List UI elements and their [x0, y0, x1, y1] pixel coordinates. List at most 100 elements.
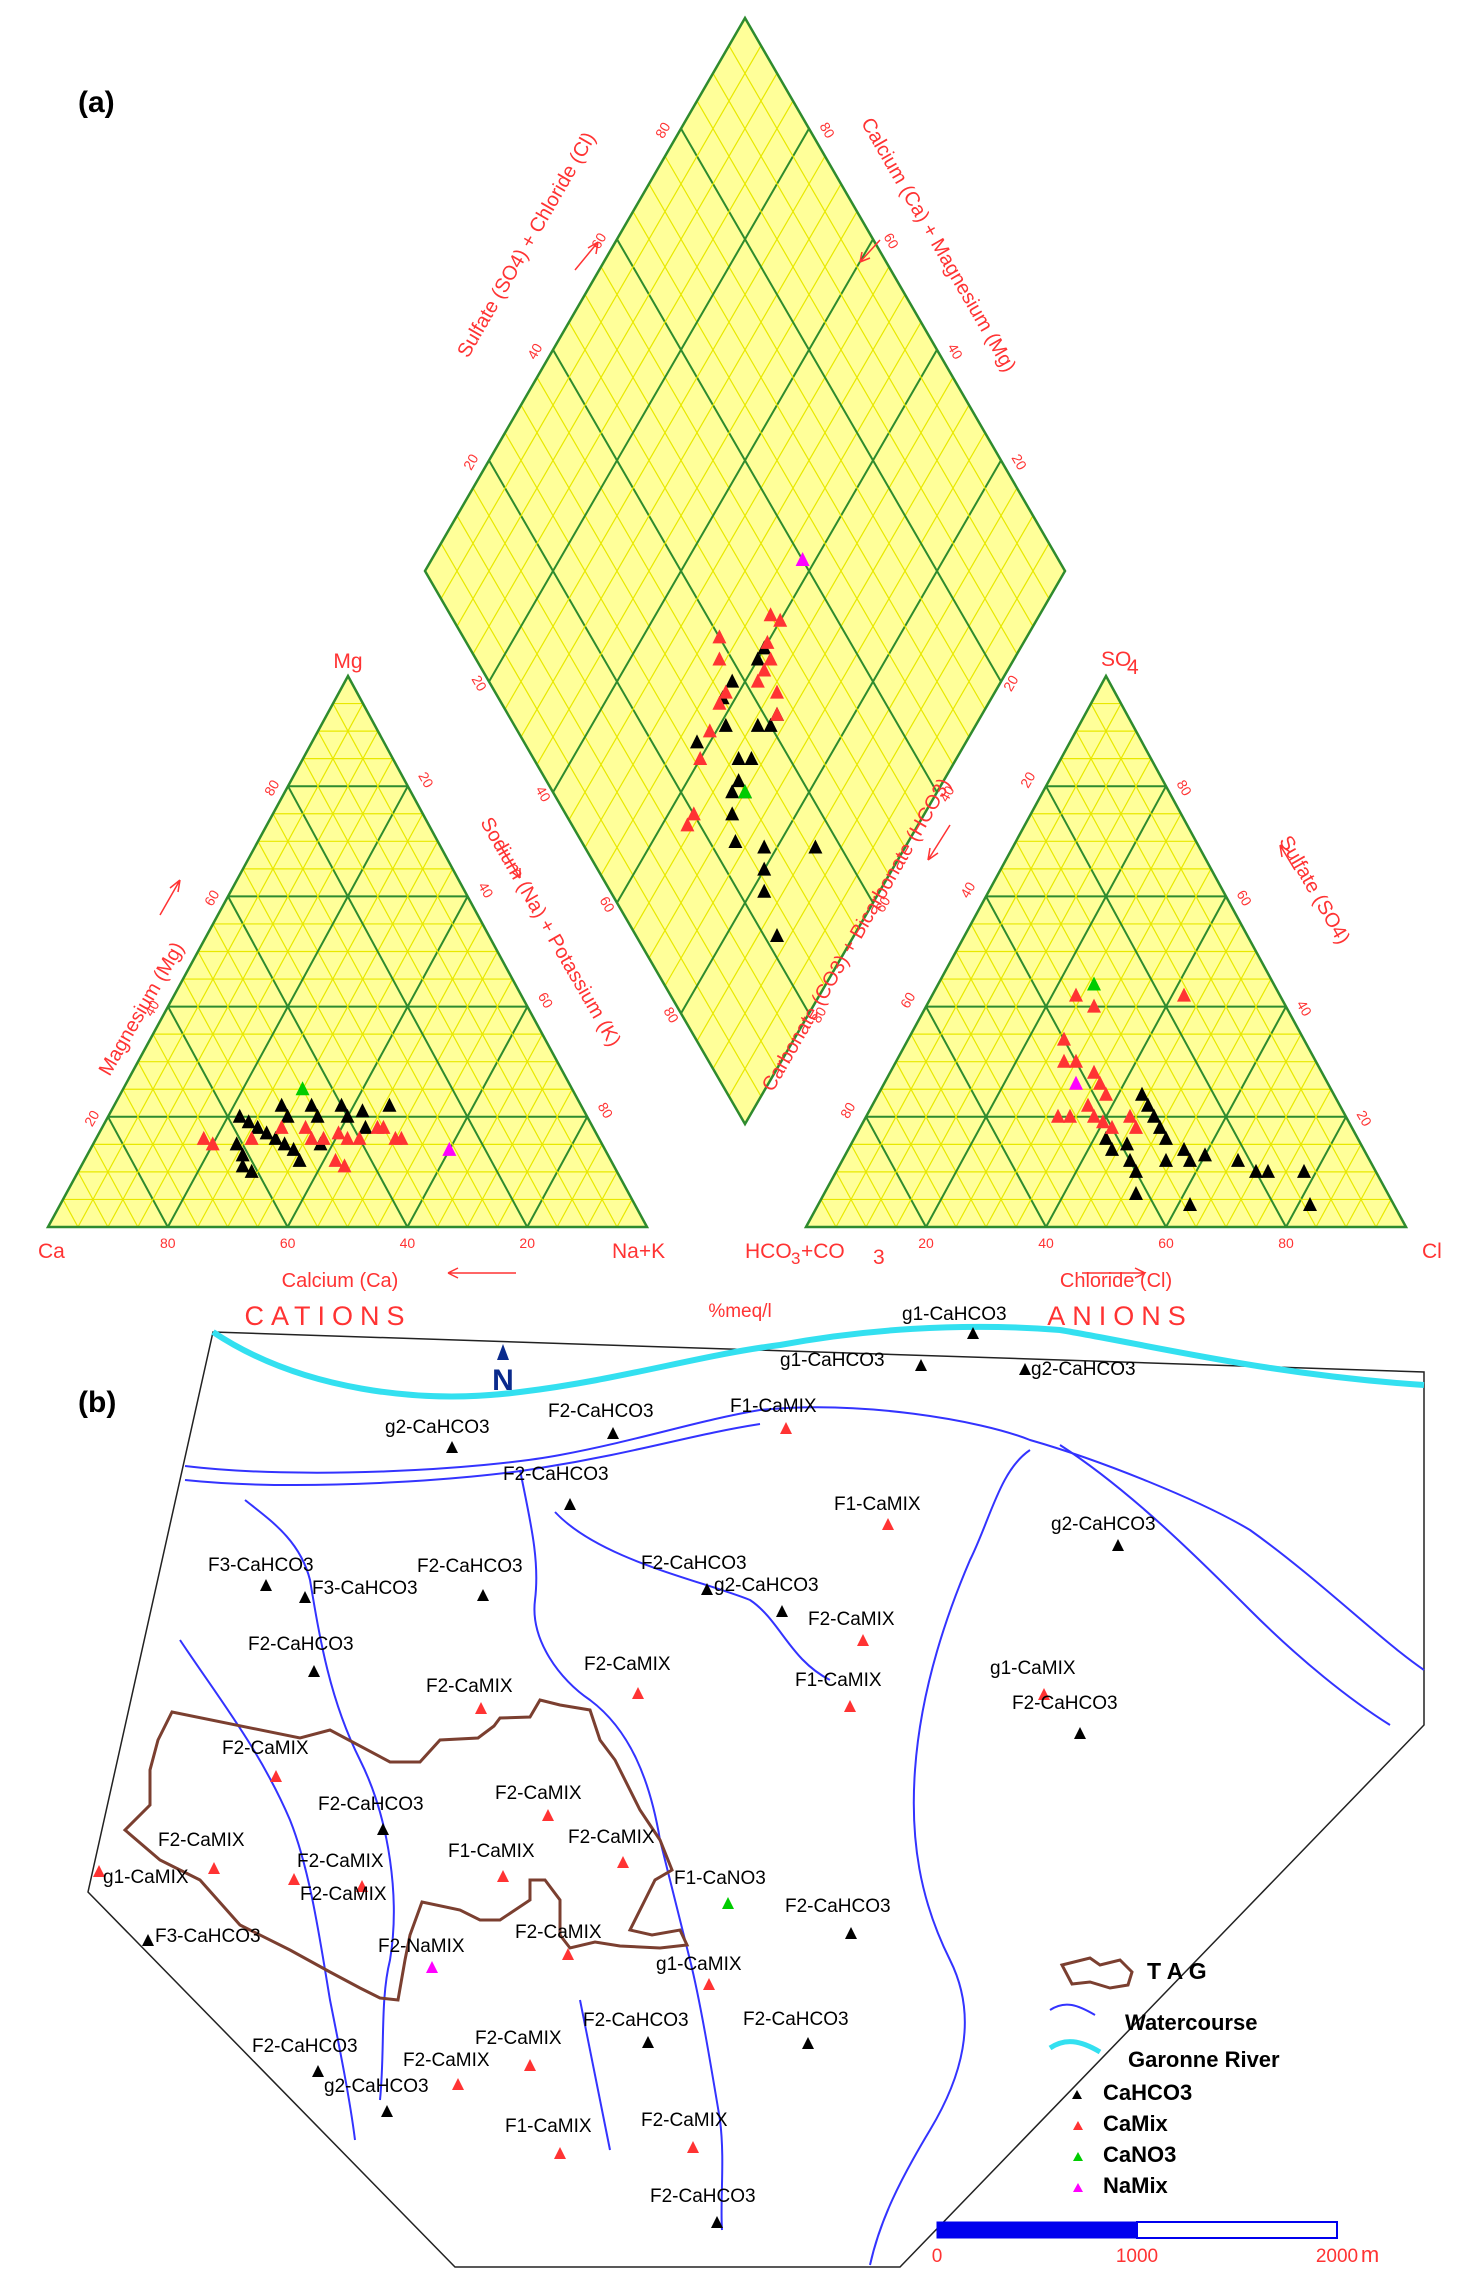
sample-marker-cahco3: [607, 1427, 619, 1439]
sample-marker-camix: [542, 1809, 554, 1821]
tick-label: 60: [1158, 1235, 1174, 1251]
legend-tag-label: T A G: [1147, 1958, 1207, 1984]
cation-point-cahco3: [304, 1097, 319, 1112]
cation-gridline: [242, 868, 438, 1228]
sample-label: F2-CaMIX: [300, 1884, 387, 1905]
arrow-sulfate: [1279, 844, 1296, 871]
anion-gridline: [1135, 978, 1272, 1228]
sample-label: g1-CaMIX: [103, 1867, 189, 1888]
sample-label: g1-CaMIX: [990, 1658, 1076, 1679]
anion-point-namix: [1069, 1075, 1083, 1090]
svg-text:4: 4: [1127, 656, 1139, 679]
cation-gridline: [107, 730, 379, 1228]
sample-label: F2-CaHCO3: [503, 1464, 609, 1485]
diamond-point-camix: [770, 706, 784, 721]
anion-point-camix: [1069, 1053, 1083, 1068]
tick-label: 20: [1000, 672, 1022, 694]
sample-marker-camix: [452, 2078, 464, 2090]
sample-marker-cahco3: [312, 2065, 324, 2077]
diamond-point-cahco3: [763, 717, 778, 732]
cation-point-cahco3: [274, 1097, 289, 1112]
scale-label-1000: 1000: [1116, 2246, 1158, 2267]
sample-label: F2-NaMIX: [378, 1936, 465, 1957]
cation-gridline: [302, 758, 558, 1228]
cation-point-camix: [331, 1125, 346, 1140]
sample-label: F2-CaHCO3: [548, 1401, 654, 1422]
sample-label: F2-CaHCO3: [318, 1794, 424, 1815]
anion-gridline: [1075, 730, 1347, 1228]
arrow-calcium-magnesium: [859, 239, 881, 263]
cation-gridline: [227, 841, 439, 1228]
anion-point-camix: [1099, 1086, 1113, 1101]
watercourse-southwest: [179, 1639, 356, 2141]
tick-label: 80: [661, 1004, 683, 1026]
anion-point-camix: [1069, 987, 1083, 1002]
cation-point-camix: [196, 1130, 211, 1145]
anion-point-cahco3: [1177, 1141, 1191, 1156]
tick-label: 80: [652, 119, 674, 141]
tick-label: 20: [415, 769, 437, 791]
vertex-ca: Ca: [38, 1240, 65, 1263]
diamond-gridline: [552, 238, 874, 793]
cation-gridline: [137, 758, 394, 1228]
diamond-gridline: [456, 72, 778, 627]
tick-label: 40: [1294, 997, 1316, 1019]
diamond-gridline: [632, 211, 954, 765]
sample-marker-cahco3: [477, 1589, 489, 1601]
anion-point-cahco3: [1231, 1152, 1245, 1167]
piper-sample-points: [196, 551, 1317, 1211]
tick-label: 40: [1038, 1235, 1054, 1251]
diamond-gridline: [568, 266, 890, 821]
scale-bar: 0 1000 2000 m: [932, 2221, 1379, 2267]
cation-point-cahco3: [340, 1108, 355, 1123]
diamond-point-camix: [702, 723, 717, 738]
diamond-point-camix: [718, 684, 733, 699]
sample-marker-camix: [562, 1948, 574, 1960]
watercourse-main: [184, 1406, 1425, 1671]
watercourse-east-branch: [554, 1511, 831, 1681]
sample-marker-cahco3: [260, 1579, 272, 1591]
piper-diagram-panel: (a) Mg Ca Na+K SO 4 HCO 3 +CO 3 Cl Magne…: [38, 15, 1442, 1331]
diamond-gridline: [648, 183, 970, 738]
sample-label: F1-CaNO3: [674, 1868, 766, 1889]
sample-label: g1-CaMIX: [656, 1954, 742, 1975]
axis-label-calcium: Calcium (Ca): [282, 1270, 399, 1292]
anion-point-cano3: [1087, 976, 1101, 991]
sample-marker-camix: [475, 1702, 487, 1714]
sample-label: F2-CaHCO3: [641, 1553, 747, 1574]
anion-point-cahco3: [1183, 1152, 1197, 1167]
cation-point-cahco3: [250, 1119, 265, 1134]
diamond-point-camix: [773, 612, 788, 627]
cation-gridline: [92, 1144, 139, 1228]
sample-label: F2-CaHCO3: [785, 1896, 891, 1917]
cation-gridline: [317, 730, 588, 1228]
diamond-point-camix: [712, 651, 727, 666]
tick-label: 60: [201, 887, 223, 909]
diamond-point-cahco3: [757, 883, 772, 898]
anion-gridline: [865, 730, 1137, 1228]
tick-label: 40: [400, 1235, 416, 1251]
tick-label: 60: [588, 230, 610, 252]
sample-marker-cahco3: [299, 1591, 311, 1603]
garonne-river: [211, 1323, 1425, 1400]
cation-point-cahco3: [229, 1136, 244, 1151]
watercourse-west: [244, 1499, 395, 2101]
cation-point-camix: [340, 1130, 355, 1145]
legend-cano3-label: CaNO3: [1103, 2142, 1176, 2167]
diamond-point-cahco3: [770, 927, 784, 942]
legend-watercourse-symbol: [1049, 2003, 1096, 2016]
diamond-point-cahco3: [744, 751, 759, 766]
diamond-point-camix: [750, 673, 765, 688]
cation-point-cahco3: [358, 1119, 373, 1134]
anion-point-cahco3: [1183, 1196, 1197, 1211]
anion-gridline: [1315, 1144, 1362, 1228]
sample-label: F3-CaHCO3: [155, 1926, 261, 1947]
anion-point-cahco3: [1159, 1130, 1173, 1145]
diamond-point-cano3: [738, 784, 752, 799]
anion-gridline: [940, 978, 1077, 1228]
anion-point-cahco3: [1135, 1086, 1149, 1101]
diamond-point-cahco3: [808, 839, 823, 854]
cation-gridline: [257, 841, 468, 1228]
cation-gridline: [257, 868, 454, 1228]
